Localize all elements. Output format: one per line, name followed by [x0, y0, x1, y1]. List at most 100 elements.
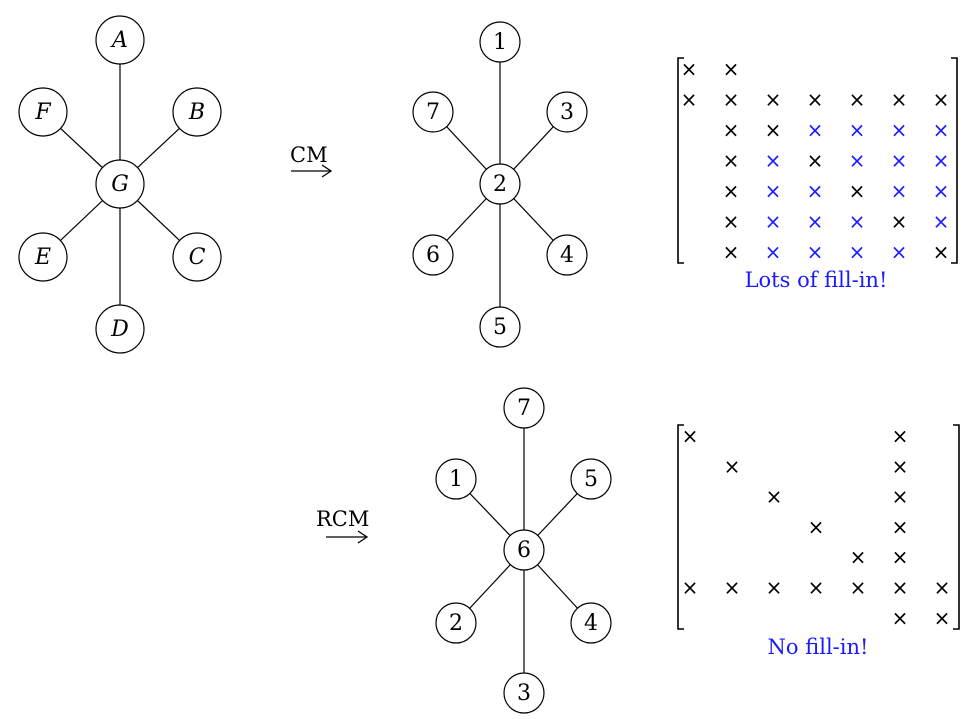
cm-matrix-entry-r7-c4-fill-in: ×	[807, 240, 824, 264]
orig-node-label: F	[34, 100, 51, 125]
orig-node-circle	[18, 232, 68, 282]
cm-matrix-entry-r5-c4-fill-in: ×	[807, 179, 824, 203]
cm-matrix-entry-r6-c5-fill-in: ×	[849, 210, 866, 234]
cm-arrow-line	[291, 164, 333, 178]
orig-node-label: B	[188, 100, 205, 125]
cm-node-circle	[479, 21, 521, 63]
cm-matrix-entry-r2-c4: ×	[807, 88, 824, 112]
orig-node-G: G	[95, 159, 145, 209]
cm-matrix-entry-r6-c6: ×	[891, 210, 908, 234]
rcm-graph-nodes: 1 2 3 4 5 6 7	[435, 387, 612, 714]
rcm-matrix-left-bracket	[677, 424, 684, 630]
cm-matrix-right-bracket	[951, 57, 958, 264]
rcm-matrix-entry-r3-c3: ×	[766, 485, 783, 509]
orig-node-label: E	[34, 245, 51, 270]
cm-matrix-cells: ×××××××××××××××××××××××××××××××××××××××	[681, 57, 950, 264]
cm-node-5: 5	[479, 306, 521, 348]
cm-matrix-entry-r2-c7: ×	[933, 88, 950, 112]
orig-node-circle	[95, 159, 145, 209]
cm-matrix-entry-r4-c2: ×	[723, 149, 740, 173]
original-graph: A B C D E F G	[18, 15, 222, 354]
orig-node-label: A	[110, 28, 128, 53]
rcm-matrix-entry-r6-c3: ×	[766, 576, 783, 600]
rcm-matrix-entry-r6-c7: ×	[934, 576, 951, 600]
cm-matrix-entry-r3-c3: ×	[765, 118, 782, 142]
orig-node-C: C	[172, 232, 222, 282]
rcm-node-circle	[435, 458, 477, 500]
orig-node-B: B	[172, 87, 222, 137]
rcm-node-1: 1	[435, 458, 477, 500]
orig-node-circle	[172, 87, 222, 137]
orig-node-F: F	[18, 87, 68, 137]
rcm-node-4: 4	[570, 602, 612, 644]
cm-node-label: 2	[493, 172, 507, 197]
rcm-node-label: 7	[517, 396, 531, 421]
rcm-matrix-entry-r1-c1: ×	[682, 424, 699, 448]
cm-matrix-entry-r5-c5: ×	[849, 179, 866, 203]
cm-matrix-entry-r5-c3-fill-in: ×	[765, 179, 782, 203]
cm-arrow: CM	[290, 143, 333, 178]
rcm-matrix-entry-r6-c6: ×	[892, 576, 909, 600]
rcm-node-6: 6	[503, 529, 545, 571]
cm-node-label: 4	[560, 243, 574, 268]
cm-matrix-entry-r4-c6-fill-in: ×	[891, 149, 908, 173]
cm-matrix-entry-r5-c2: ×	[723, 179, 740, 203]
rcm-matrix-entry-r6-c4: ×	[808, 576, 825, 600]
cm-node-4: 4	[546, 234, 588, 276]
rcm-matrix-entry-r7-c7: ×	[934, 606, 951, 630]
cm-node-label: 1	[493, 30, 507, 55]
orig-node-label: G	[111, 172, 129, 197]
cm-matrix-entry-r4-c4: ×	[807, 149, 824, 173]
cm-matrix-entry-r3-c7-fill-in: ×	[933, 118, 950, 142]
cm-node-label: 3	[560, 100, 574, 125]
cm-node-label: 5	[493, 315, 507, 340]
cm-matrix-entry-r6-c7-fill-in: ×	[933, 210, 950, 234]
cm-node-circle	[546, 234, 588, 276]
orig-node-circle	[95, 15, 145, 65]
orig-node-A: A	[95, 15, 145, 65]
cm-matrix-entry-r7-c5-fill-in: ×	[849, 240, 866, 264]
rcm-node-label: 2	[449, 611, 463, 636]
cm-node-circle	[412, 91, 454, 133]
rcm-matrix-right-bracket	[953, 424, 960, 630]
cm-node-7: 7	[412, 91, 454, 133]
rcm-node-circle	[435, 602, 477, 644]
orig-node-E: E	[18, 232, 68, 282]
cm-matrix-entry-r6-c3-fill-in: ×	[765, 210, 782, 234]
cm-matrix-entry-r7-c7: ×	[933, 240, 950, 264]
cm-matrix-entry-r4-c7-fill-in: ×	[933, 149, 950, 173]
rcm-node-label: 5	[584, 467, 598, 492]
rcm-node-label: 3	[517, 681, 531, 706]
rcm-matrix-entry-r3-c6: ×	[892, 485, 909, 509]
rcm-matrix-entry-r1-c6: ×	[892, 424, 909, 448]
cm-matrix-entry-r1-c2: ×	[723, 57, 740, 81]
rcm-node-circle	[570, 602, 612, 644]
rcm-node-label: 1	[449, 467, 463, 492]
rcm-node-2: 2	[435, 602, 477, 644]
cm-matrix-entry-r2-c3: ×	[765, 88, 782, 112]
cm-matrix-entry-r7-c3-fill-in: ×	[765, 240, 782, 264]
cm-node-2: 2	[479, 163, 521, 205]
rcm-matrix-entry-r7-c6: ×	[892, 606, 909, 630]
cm-node-circle	[546, 91, 588, 133]
cm-matrix-entry-r2-c2: ×	[723, 88, 740, 112]
rcm-node-3: 3	[503, 672, 545, 714]
cm-matrix-entry-r2-c1: ×	[681, 88, 698, 112]
cm-matrix-entry-r2-c5: ×	[849, 88, 866, 112]
rcm-node-circle	[503, 529, 545, 571]
orig-node-label: D	[110, 317, 129, 342]
rcm-node-label: 6	[517, 538, 531, 563]
orig-node-D: D	[95, 304, 145, 354]
cm-matrix: ××××××××××××××××××××××××××××××××××××××× …	[677, 57, 958, 292]
rcm-matrix-entry-r5-c6: ×	[892, 545, 909, 569]
rcm-matrix-entry-r4-c4: ×	[808, 515, 825, 539]
cm-matrix-entry-r2-c6: ×	[891, 88, 908, 112]
rcm-matrix-entry-r2-c2: ×	[724, 454, 741, 478]
orig-node-label: C	[189, 245, 206, 270]
rcm-matrix-entry-r6-c1: ×	[682, 576, 699, 600]
rcm-matrix-entry-r5-c5: ×	[850, 545, 867, 569]
cm-node-circle	[479, 306, 521, 348]
